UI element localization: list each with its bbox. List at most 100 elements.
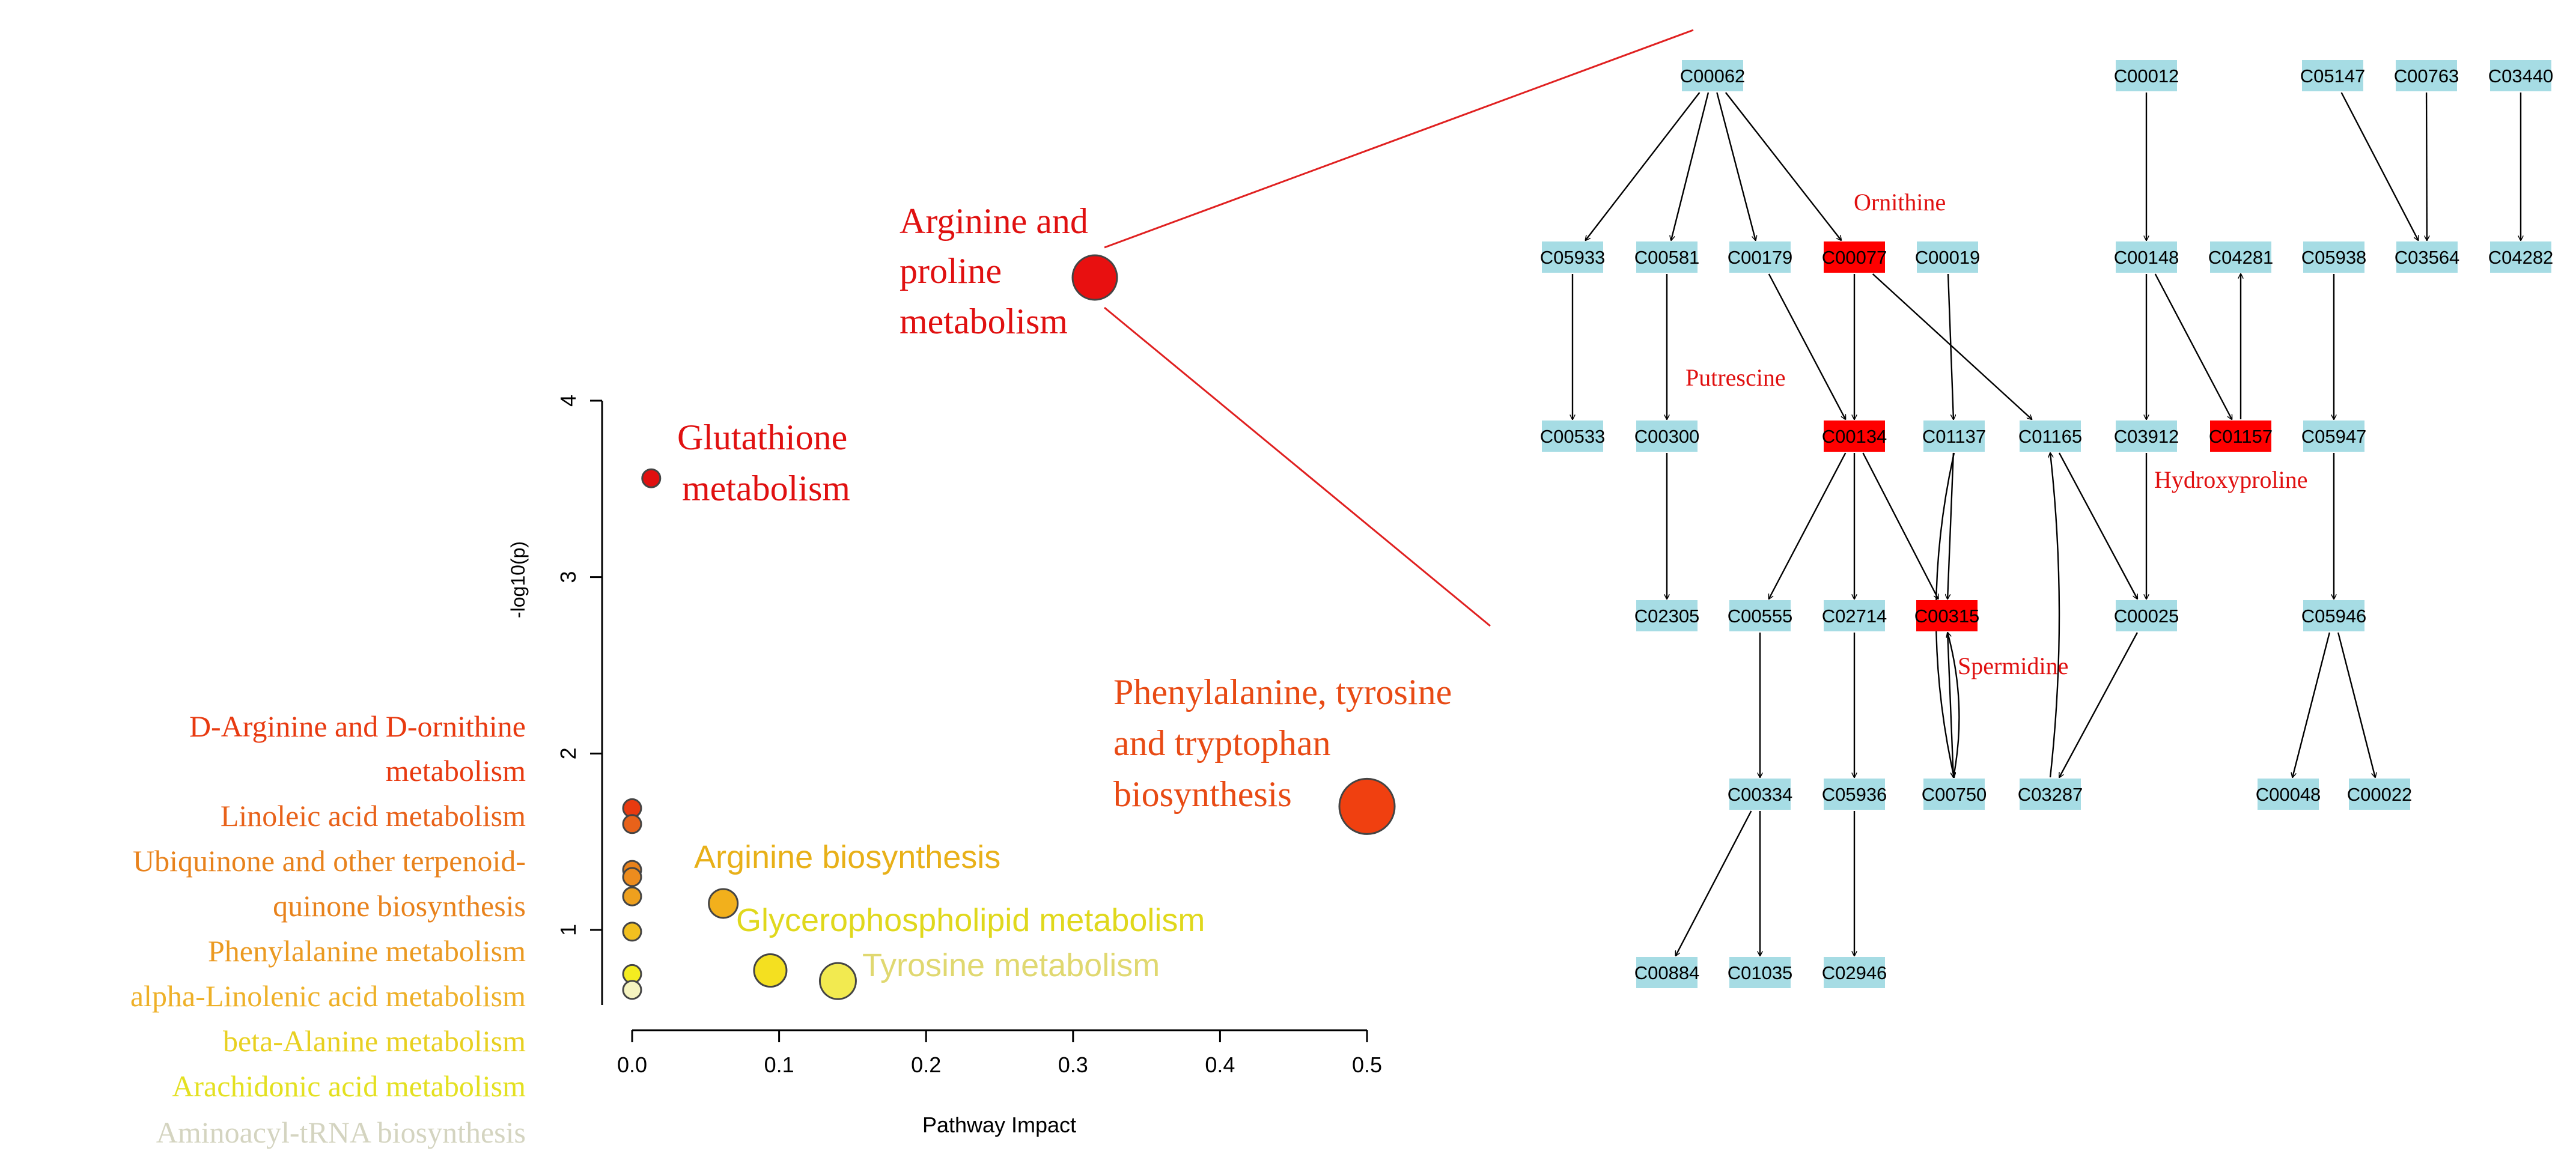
network-node-label: C04282 (2488, 247, 2554, 268)
network-node-label: C00077 (1822, 247, 1887, 268)
x-tick-label: 0.4 (1205, 1052, 1235, 1077)
network-node-box (2258, 779, 2319, 810)
network-node-label: C02305 (1634, 606, 1700, 627)
network-node-box (2020, 779, 2081, 810)
network-node: C01137 (1922, 421, 1986, 452)
network-edge (1947, 633, 1960, 778)
network-node-label: C00300 (1634, 426, 1700, 447)
network-node: C01157 (2209, 421, 2273, 452)
network-node-label: C05933 (1540, 247, 1606, 268)
network-edge (1725, 92, 1841, 240)
network-node-box (2210, 241, 2271, 273)
legend-item-ubiquinone-1: Ubiquinone and other terpenoid- (133, 844, 526, 878)
network-node-label: C02714 (1822, 606, 1887, 627)
network-node-label: C05936 (1822, 784, 1887, 805)
network-edge (1947, 452, 1955, 599)
network-node-label: C05946 (2301, 606, 2367, 627)
legend-item-phenylalanine: Phenylalanine metabolism (208, 934, 526, 968)
network-edge (1676, 810, 1752, 956)
network-node-label: C00148 (2114, 247, 2179, 268)
network-node-box (1923, 779, 1985, 810)
network-node-box (1636, 241, 1698, 273)
network-edge (2340, 92, 2419, 240)
network-node-label: C00048 (2256, 784, 2321, 805)
network-node-label: C01035 (1728, 962, 1793, 983)
label-phenylalanine-tyrosine-1: Phenylalanine, tyrosine (1113, 672, 1452, 712)
label-arginine-proline-1: Arginine and (900, 201, 1088, 241)
network-node-label: C00555 (1728, 606, 1793, 627)
data-points (622, 468, 1396, 1000)
network-node: C00019 (1915, 241, 1981, 273)
network-node-label: C00334 (1728, 784, 1793, 805)
network-node-box (2396, 241, 2458, 273)
network-node-box (2303, 600, 2364, 631)
network-node: C02305 (1634, 600, 1700, 631)
network-edge (1947, 273, 1953, 419)
network-node: C00025 (2114, 600, 2179, 631)
network-edge (1586, 92, 1701, 240)
data-point (708, 888, 739, 919)
network-node-box (2490, 241, 2551, 273)
network-node-label: C00533 (1540, 426, 1606, 447)
network-edge (2050, 453, 2060, 778)
network-node: C03440 (2488, 60, 2554, 91)
network-node: C00179 (1728, 241, 1793, 273)
network-node: C02714 (1822, 600, 1887, 631)
legend-item-aminoacyl-trna: Aminoacyl-tRNA biosynthesis (156, 1116, 526, 1149)
network-node-box (2116, 241, 2177, 273)
network-node-box (1729, 600, 1791, 631)
network-edge (2292, 632, 2330, 777)
network-node-label: C03440 (2488, 65, 2554, 87)
annotation-ornithine: Ornithine (1854, 189, 1946, 216)
network-edge (1671, 92, 1710, 240)
network-node: C00062 (1680, 60, 1746, 91)
network-node: C03912 (2114, 421, 2179, 452)
network-node: C00334 (1728, 779, 1793, 810)
network-node: C00300 (1634, 421, 1700, 452)
network-edge (2426, 92, 2427, 240)
network-node-box (1729, 957, 1791, 988)
network-node: C00555 (1728, 600, 1793, 631)
data-point (1338, 777, 1396, 835)
network-node-box (1636, 957, 1698, 988)
x-tick-label: 0.3 (1058, 1052, 1088, 1077)
network-node-box (1824, 241, 1885, 273)
network-node-box (1729, 241, 1791, 273)
label-arginine-biosynthesis: Arginine biosynthesis (694, 839, 1000, 875)
legend-item-ubiquinone-2: quinone biosynthesis (273, 889, 526, 923)
network-node-label: C00763 (2394, 65, 2459, 87)
network-node: C05947 (2301, 421, 2366, 452)
network-node-box (1923, 421, 1985, 452)
x-tick-label: 0.1 (764, 1052, 794, 1077)
network-node: C03287 (2018, 779, 2083, 810)
network-node-label: C00062 (1680, 65, 1746, 87)
annotation-hydroxyproline: Hydroxyproline (2154, 466, 2308, 493)
network-edge (1769, 452, 1847, 599)
network-edge (2058, 452, 2137, 599)
data-point (622, 814, 642, 834)
y-tick-label: 1 (556, 924, 580, 936)
network-node-label: C00012 (2114, 65, 2179, 87)
network-node-label: C00019 (1915, 247, 1981, 268)
label-phenylalanine-tyrosine-2: and tryptophan (1113, 723, 1331, 763)
network-node-label: C00179 (1728, 247, 1793, 268)
network-node-label: C00025 (2114, 606, 2179, 627)
network-node: C02946 (1822, 957, 1887, 988)
network-node: C05946 (2301, 600, 2367, 631)
network-node: C05938 (2301, 241, 2366, 273)
label-glycerophospholipid: Glycerophospholipid metabolism (736, 902, 1205, 938)
network-edge (1946, 632, 1953, 777)
network-node-label: C00022 (2347, 784, 2413, 805)
x-tick-label: 0.2 (911, 1052, 941, 1077)
legend-item-beta-alanine: beta-Alanine metabolism (223, 1024, 526, 1058)
network-node: C00077 (1822, 241, 1887, 273)
network-node-box (2396, 60, 2457, 91)
network-node-label: C00581 (1634, 247, 1700, 268)
annotation-putrescine: Putrescine (1685, 364, 1786, 391)
network-edge (1716, 92, 1755, 240)
network-node-box (1916, 600, 1978, 631)
zoom-connector-lower (1104, 306, 1491, 627)
